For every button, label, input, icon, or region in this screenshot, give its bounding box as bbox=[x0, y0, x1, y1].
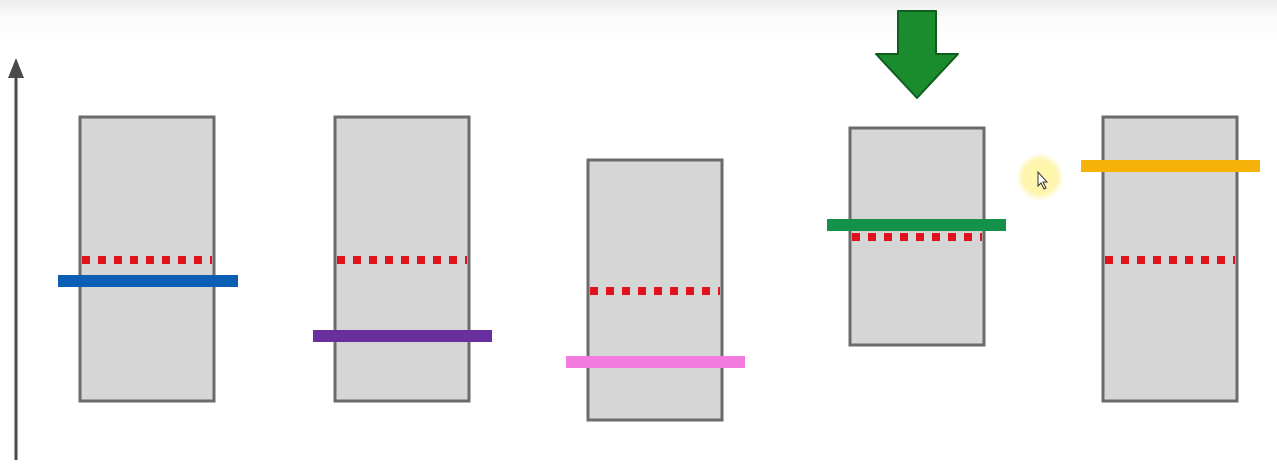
level-bar-purple bbox=[313, 330, 492, 342]
level-bar-pink bbox=[566, 356, 745, 368]
level-bar-blue bbox=[58, 275, 238, 287]
box-3 bbox=[566, 158, 745, 422]
mouse-cursor-icon bbox=[1016, 153, 1064, 201]
box-5 bbox=[1081, 115, 1260, 403]
box-4 bbox=[827, 126, 1006, 347]
box-2 bbox=[313, 115, 492, 403]
box-1 bbox=[58, 115, 238, 403]
up-arrow-icon bbox=[8, 58, 24, 460]
level-bar-yellow bbox=[1081, 160, 1260, 172]
down-arrow-icon bbox=[875, 10, 959, 99]
level-bar-green bbox=[827, 219, 1006, 231]
